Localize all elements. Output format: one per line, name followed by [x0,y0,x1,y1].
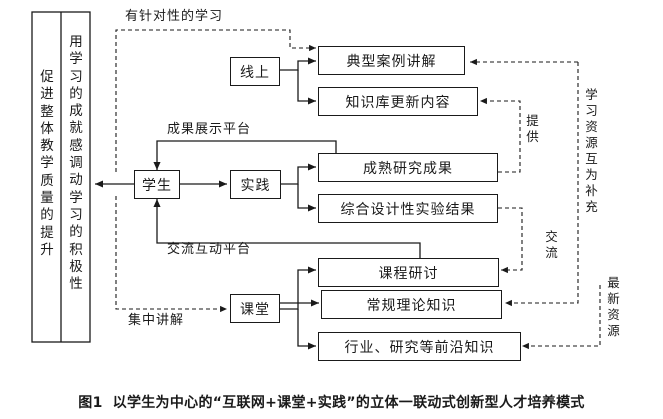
dashed-targeted-learning [115,29,316,172]
dashed-focused-teaching [115,196,227,313]
label-interaction: 交流互动平台 [167,242,252,257]
node-online: 线上 [230,57,280,86]
box-design-results: 综合设计性实验结果 [318,194,498,223]
arrow-course-to-student [153,199,421,258]
connector-layer [31,11,601,350]
left-panel-motivation-text: 用学习的成就感调动学习的积极性 [69,34,83,293]
label-targeted-learning: 有针对性的学习 [125,9,224,24]
node-practice: 实践 [230,170,281,199]
figure-caption-text: 以学生为中心的“互联网+课堂+实践”的立体一联动式创新型人才培养模式 [112,395,585,411]
box-research-results: 成熟研究成果 [318,153,498,182]
arrow-online-to-case [280,57,316,71]
arrow-practice-to-research [281,163,316,185]
label-complement: 学习资源互为补充 [585,87,598,214]
label-exchange: 交流 [545,229,558,260]
node-classroom: 课堂 [230,294,280,323]
arrow-class-to-course [280,266,316,310]
dashed-exchange [498,207,523,274]
node-student: 学生 [134,170,180,199]
arrow-class-to-frontier [297,309,316,350]
box-frontier: 行业、研究等前沿知识 [318,332,521,361]
box-regular-theory: 常规理论知识 [321,290,502,319]
box-kb-update: 知识库更新内容 [318,87,478,116]
dashed-provide [480,97,521,173]
box-course-research: 课程研讨 [318,258,499,287]
dashed-complement [505,62,579,307]
arrow-practice-to-design [297,184,316,212]
dashed-latest [522,285,601,350]
left-panel-quality-text: 促进整体教学质量的提升 [40,69,54,258]
label-latest: 最新资源 [607,275,620,338]
label-focused-teaching: 集中讲解 [128,313,185,328]
arrow-online-to-kb [297,70,316,105]
figure-caption: 图1 以学生为中心的“互联网+课堂+实践”的立体一联动式创新型人才培养模式 [0,392,663,412]
arrow-results-to-student [153,140,337,170]
label-showcase: 成果展示平台 [167,122,252,137]
label-provide: 提供 [526,113,539,144]
figure-number: 图1 [78,395,103,411]
box-case-explain: 典型案例讲解 [318,46,465,75]
